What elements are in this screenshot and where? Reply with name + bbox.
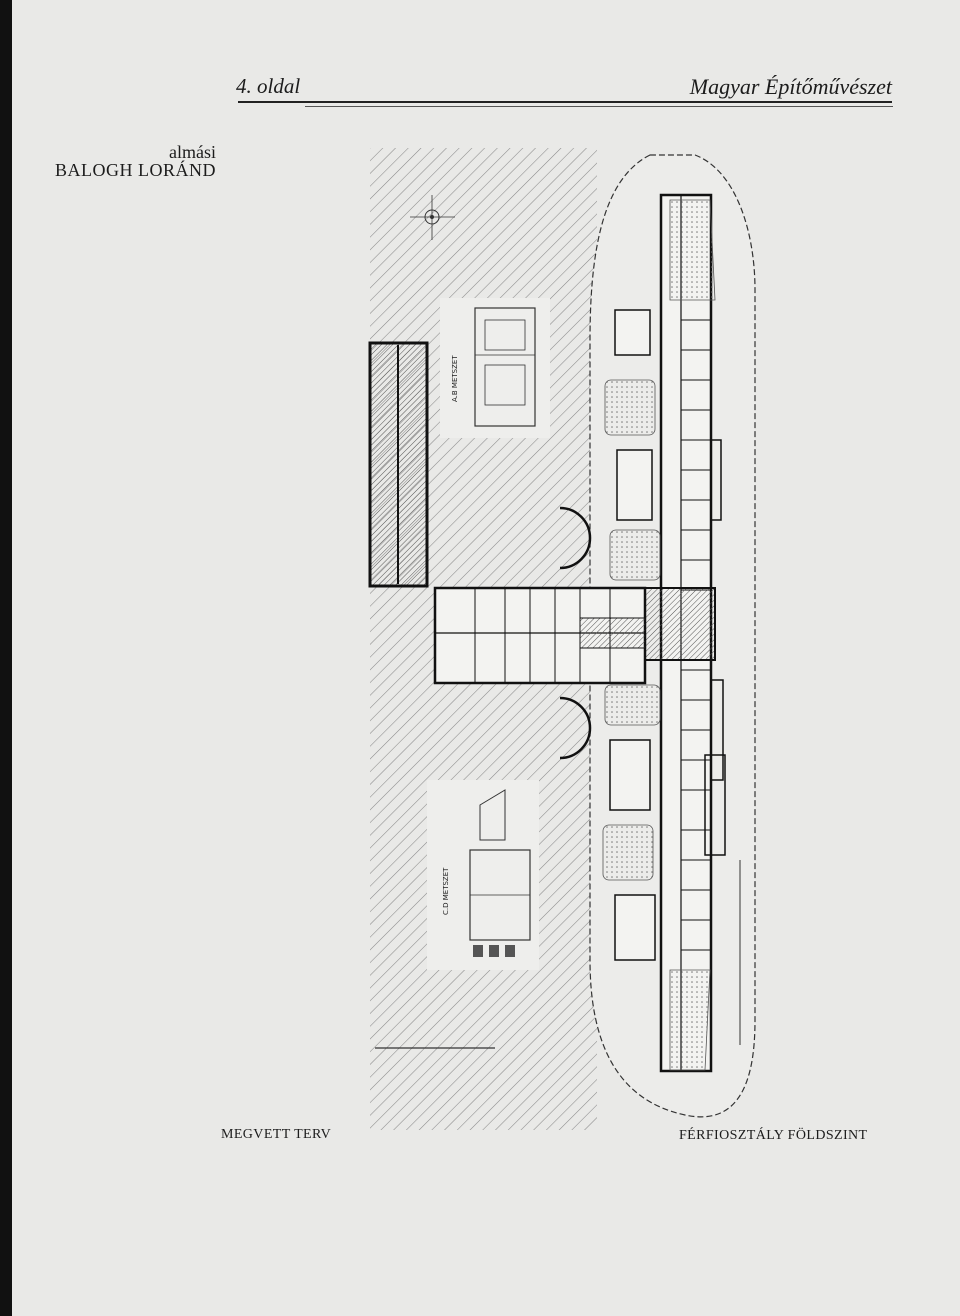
garden-patches (602, 199, 716, 1071)
cross-wing (433, 586, 647, 685)
caption-left: MEGVETT TERV (221, 1127, 332, 1142)
main-wing (644, 193, 726, 1073)
page-number: 4. oldal (236, 74, 301, 98)
svg-text:C.D METSZET: C.D METSZET (442, 867, 450, 915)
caption-right: FÉRFIOSZTÁLY FÖLDSZINT (679, 1128, 868, 1143)
section-cd-panel: C.D METSZET (427, 780, 539, 970)
author-name: BALOGH LORÁND (55, 160, 216, 180)
courtyard-blocks (609, 309, 656, 961)
page-edge-shadow (0, 0, 12, 1316)
porch-upper (559, 506, 592, 570)
floor-plan-drawing: A.B METSZET C.D METSZET (368, 148, 756, 1130)
svg-text:A.B METSZET: A.B METSZET (451, 355, 459, 402)
header-rule (238, 101, 892, 103)
author-prefix: almási (169, 142, 216, 162)
section-ab-panel: A.B METSZET (440, 298, 550, 438)
header-rule-thin (305, 106, 893, 107)
journal-title: Magyar Építőművészet (689, 74, 892, 99)
north-arrow-icon (410, 195, 455, 240)
porch-lower (559, 696, 592, 760)
